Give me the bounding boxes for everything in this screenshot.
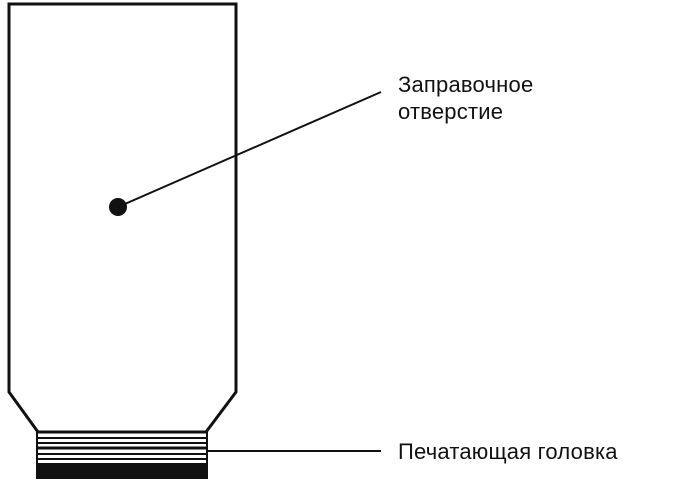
fill-hole-label: Заправочное отверстие <box>398 71 533 125</box>
fill-hole-leader-line <box>117 91 382 208</box>
fill-hole-label-line1: Заправочное <box>398 72 534 97</box>
printhead-block <box>36 431 208 479</box>
fill-hole-label-line2: отверстие <box>398 99 504 124</box>
printhead-base <box>37 463 207 478</box>
cartridge-body-outline <box>7 2 238 434</box>
printhead-label: Печатающая головка <box>398 439 618 464</box>
